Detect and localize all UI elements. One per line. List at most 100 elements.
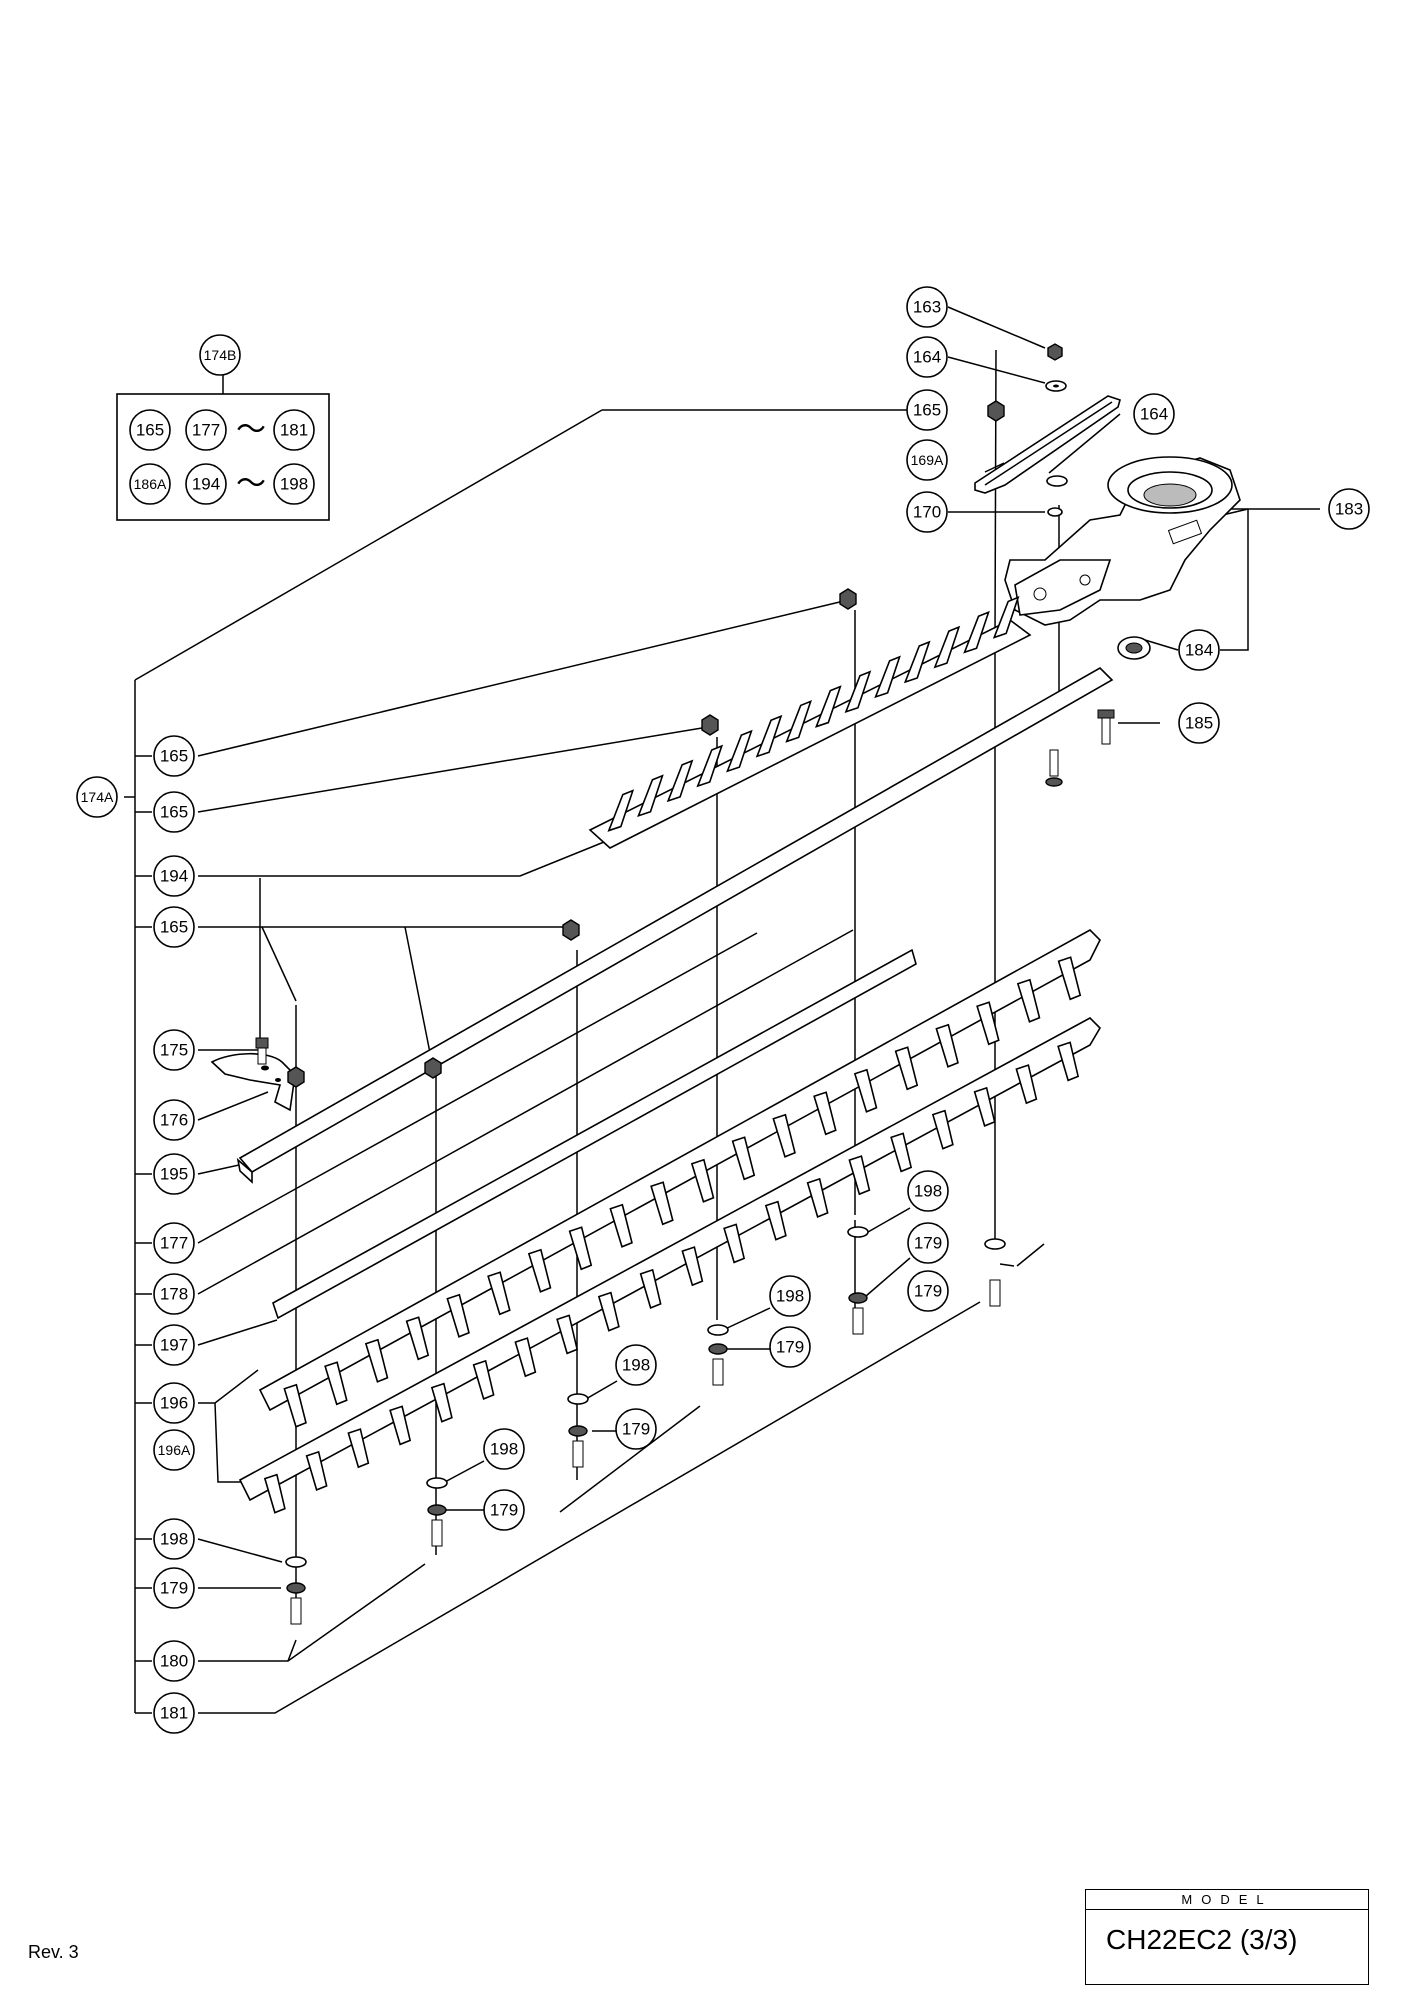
- blade-tooth: [283, 1383, 307, 1428]
- callout-label: 198: [160, 1530, 188, 1549]
- callout-l181: 181: [153, 1692, 195, 1734]
- blade-tooth: [681, 1246, 704, 1287]
- model-value: CH22EC2 (3/3): [1106, 1924, 1298, 1955]
- callout-l197: 197: [153, 1324, 195, 1366]
- blade-tooth: [405, 1316, 430, 1361]
- callout-l165b: 165: [153, 791, 195, 833]
- blade-tooth: [931, 1109, 954, 1150]
- callout-l179: 179: [153, 1567, 195, 1609]
- blade-tooth: [853, 1068, 878, 1113]
- blade-tooth: [731, 1136, 756, 1181]
- blade-tooth: [527, 1248, 552, 1293]
- blade-tooth: [364, 1338, 389, 1383]
- callout-c163: 163: [906, 286, 948, 328]
- callout-c184: 184: [1178, 629, 1220, 671]
- callout-label: 176: [160, 1111, 188, 1130]
- top-fasteners: [987, 343, 1068, 517]
- blade-tooth: [976, 1001, 1000, 1046]
- callout-label: 181: [160, 1704, 188, 1723]
- callout-label: 179: [160, 1579, 188, 1598]
- nut-165-top: [987, 400, 1005, 422]
- blade-tooth: [726, 729, 753, 773]
- callout-l196A: 196A: [153, 1429, 195, 1471]
- callout-l196: 196: [153, 1382, 195, 1424]
- callout-label: 179: [490, 1501, 518, 1520]
- bottom-fasteners: [285, 1226, 1006, 1625]
- callout-label: 164: [913, 348, 941, 367]
- callout-label: 198: [280, 475, 308, 494]
- blade-tooth: [933, 625, 961, 669]
- callout-label: 180: [160, 1652, 188, 1671]
- callout-label: 164: [1140, 405, 1168, 424]
- callout-c174B: 174B: [199, 334, 241, 376]
- blade-tooth: [772, 1113, 796, 1158]
- callout-label: 185: [1185, 714, 1213, 733]
- callout-l195: 195: [153, 1153, 195, 1195]
- blade-tooth: [764, 1200, 787, 1241]
- blade-tooth: [639, 1268, 662, 1309]
- callout-c165a: 165: [906, 389, 948, 431]
- blade-tooth: [723, 1223, 746, 1264]
- leader-lines: [124, 306, 1320, 1714]
- callout-label: 174A: [81, 789, 114, 805]
- blade-tooth: [305, 1450, 328, 1491]
- blade-tooth: [609, 1203, 633, 1248]
- callout-l178: 178: [153, 1273, 195, 1315]
- blade-tooth: [890, 1132, 913, 1173]
- callout-label: 165: [160, 803, 188, 822]
- callout-w198b: 198: [769, 1275, 811, 1317]
- blade-tooth: [992, 596, 1020, 639]
- callout-l177: 177: [153, 1222, 195, 1264]
- blade-tooth: [487, 1271, 511, 1316]
- callout-label: 179: [914, 1282, 942, 1301]
- callout-label: 165: [160, 918, 188, 937]
- guide-bar-178: [272, 948, 917, 1320]
- callout-k186A: 186A: [129, 463, 171, 505]
- callout-label: 181: [280, 421, 308, 440]
- callout-l194: 194: [153, 855, 195, 897]
- callout-l176: 176: [153, 1099, 195, 1141]
- blade-tooth: [446, 1293, 470, 1338]
- blade-tooth: [666, 759, 694, 803]
- callout-k181: 181: [273, 409, 315, 451]
- callout-c164b: 164: [1133, 393, 1175, 435]
- callout-k198: 198: [273, 463, 315, 505]
- callout-c164a: 164: [906, 336, 948, 378]
- callout-l180: 180: [153, 1640, 195, 1682]
- lower-blade-196: [258, 929, 1101, 1428]
- callout-c174A: 174A: [76, 776, 118, 818]
- blade-tooth: [556, 1314, 579, 1355]
- callout-c185: 185: [1178, 702, 1220, 744]
- callout-label: 198: [914, 1182, 942, 1201]
- callout-label: 175: [160, 1041, 188, 1060]
- upper-blade: [588, 596, 1032, 849]
- callout-label: 165: [913, 401, 941, 420]
- bracket-176: [210, 1052, 296, 1112]
- callout-label: 183: [1335, 500, 1363, 519]
- nut-163: [1047, 343, 1063, 361]
- washer-170: [1047, 507, 1063, 517]
- callout-w198a: 198: [907, 1170, 949, 1212]
- screws-185: [1045, 709, 1115, 787]
- callout-label: 198: [622, 1356, 650, 1375]
- model-label: MODEL: [1086, 1890, 1368, 1910]
- model-box: MODEL CH22EC2 (3/3): [1085, 1889, 1369, 1985]
- callout-label: 179: [914, 1234, 942, 1253]
- callout-c169A: 169A: [906, 439, 948, 481]
- blade-tooth: [347, 1428, 370, 1469]
- blade-tooth: [430, 1382, 453, 1423]
- callout-k194: 194: [185, 463, 227, 505]
- callout-w198d: 198: [483, 1428, 525, 1470]
- blade-tooth: [1016, 978, 1041, 1023]
- blade-tooth: [935, 1023, 959, 1068]
- blade-tooth: [690, 1158, 715, 1203]
- blade-tooth: [903, 640, 931, 684]
- tilde-1: 〜: [236, 413, 266, 448]
- callout-label: 184: [1185, 641, 1213, 660]
- callout-label: 165: [160, 747, 188, 766]
- blade-tooth: [696, 744, 724, 788]
- blade-tooth: [894, 1046, 919, 1091]
- washer-164b: [1046, 475, 1068, 487]
- callout-label: 177: [160, 1234, 188, 1253]
